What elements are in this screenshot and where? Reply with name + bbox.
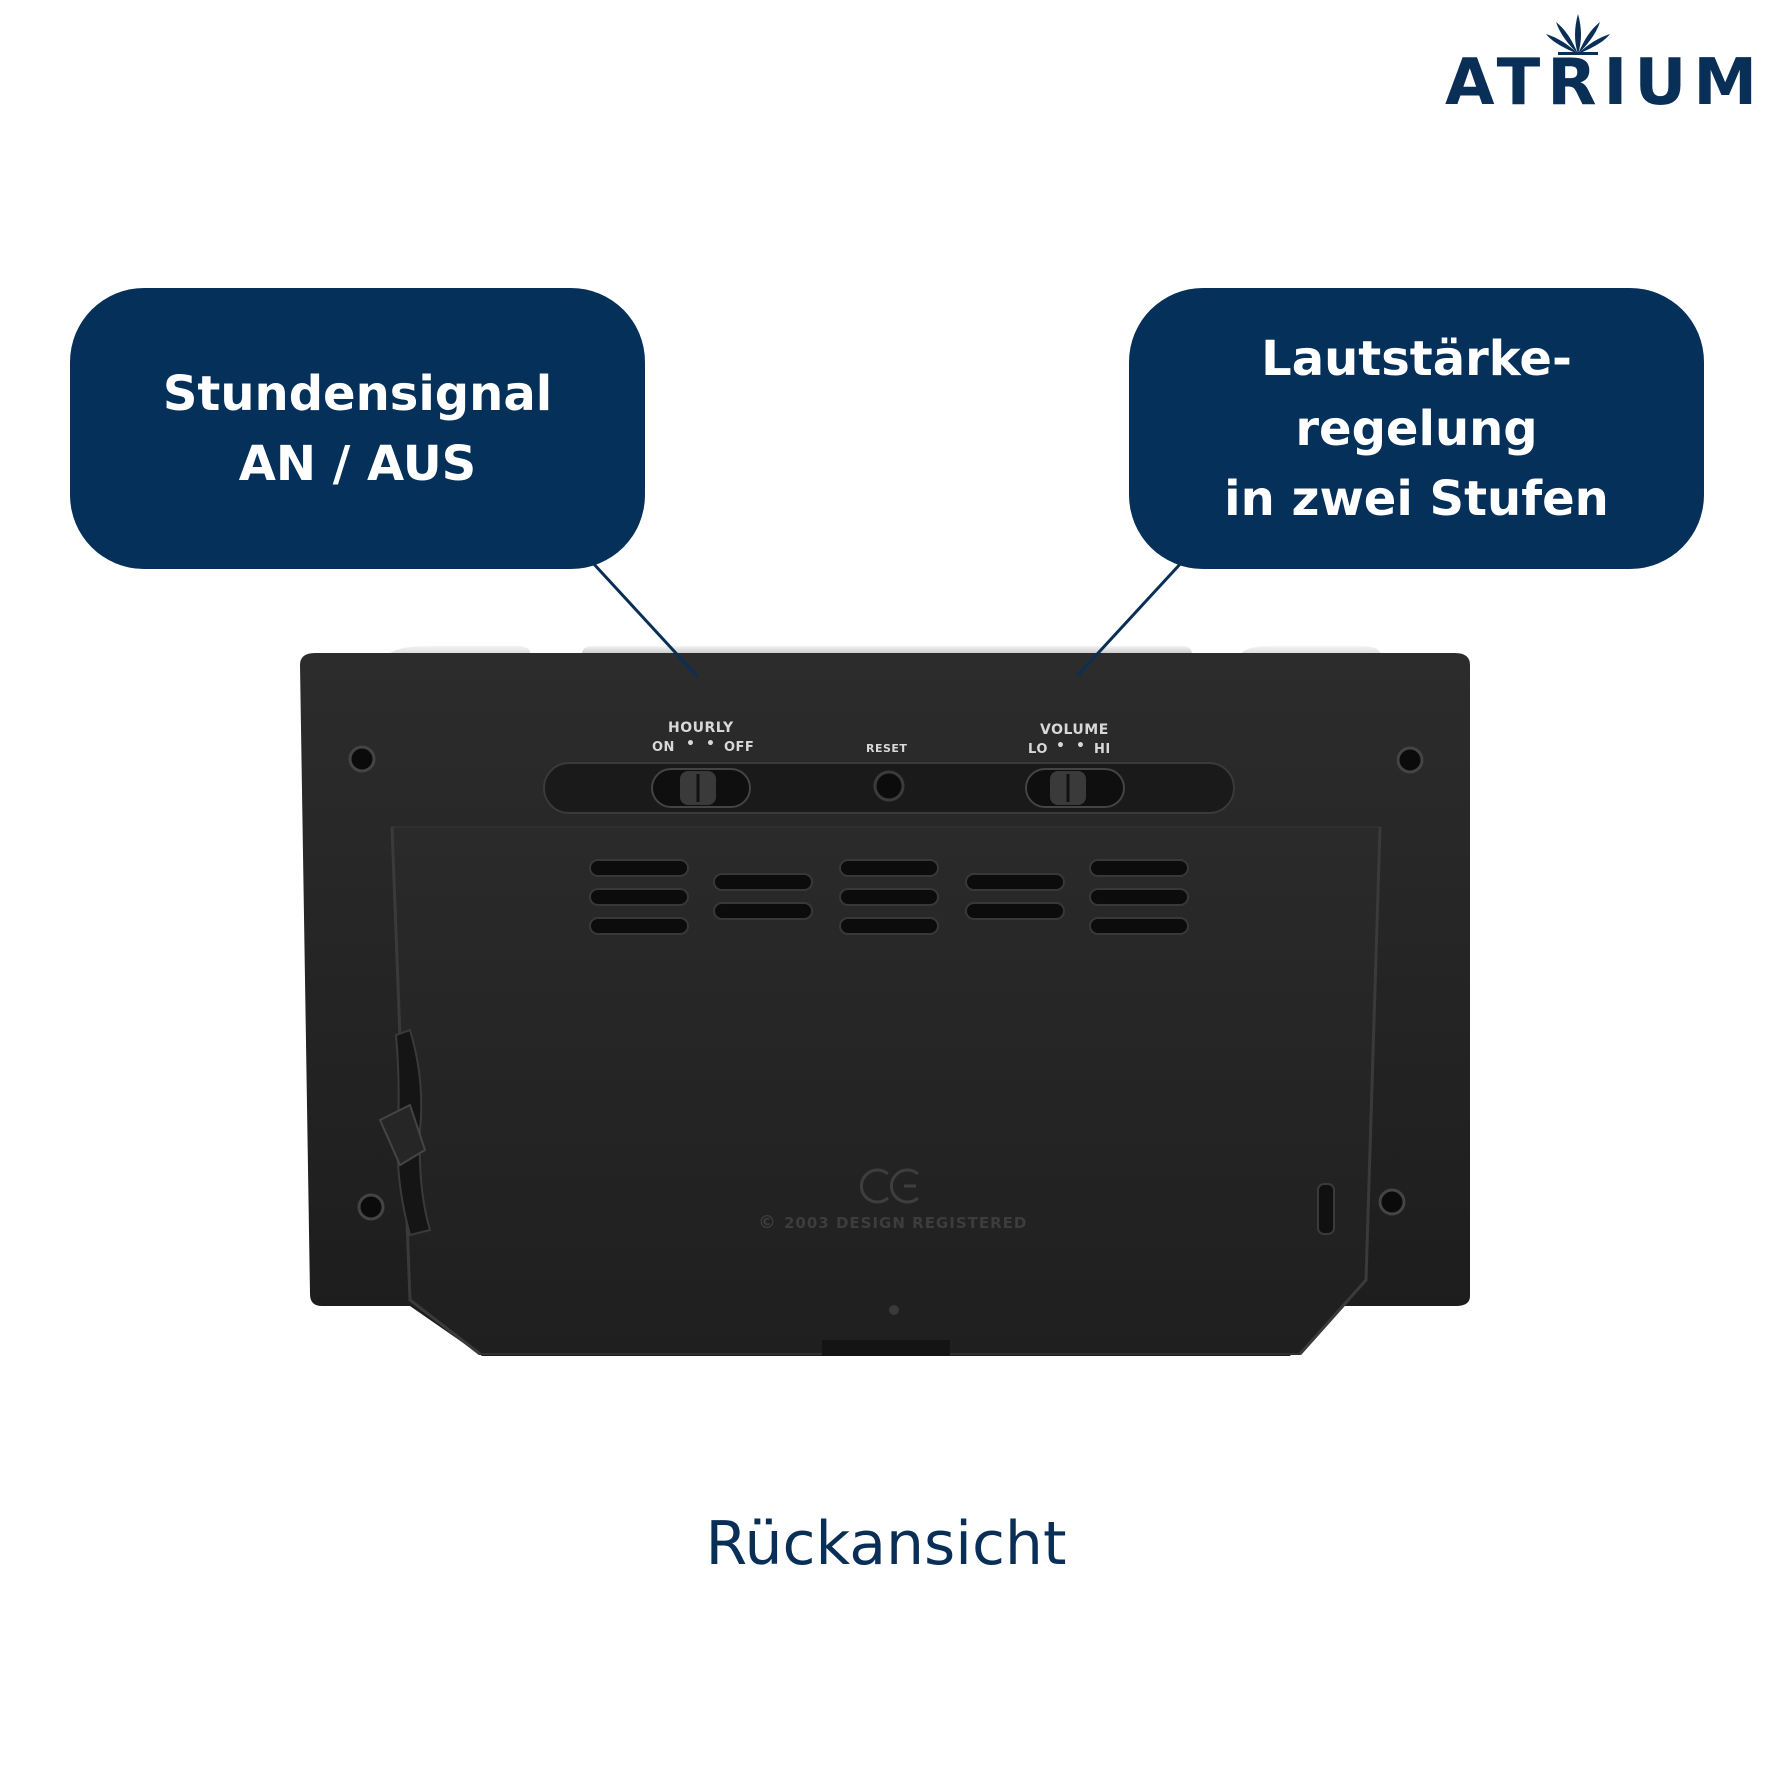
callout-left-pointer [590, 560, 699, 678]
brand-name: ATRIUM [1445, 46, 1764, 120]
callout-hourly-line-2: AN / AUS [238, 435, 477, 492]
hourly-dot-2: • [706, 736, 716, 752]
hourly-on-label: ON [652, 740, 675, 755]
hourly-title: HOURLY [668, 720, 734, 736]
reset-hole [873, 770, 905, 802]
hourly-off-label: OFF [724, 740, 755, 755]
screw-bottom-right [1378, 1188, 1406, 1216]
reset-label: RESET [866, 742, 908, 755]
bottom-pin [889, 1305, 899, 1315]
ce-mark [859, 1168, 919, 1204]
screw-top-left [348, 745, 376, 773]
screw-bottom-left [357, 1193, 385, 1221]
callout-volume-control: Lautstärke- regelung in zwei Stufen [1129, 288, 1704, 569]
screw-top-right [1396, 746, 1424, 774]
callout-hourly-line-1: Stundensignal [162, 365, 553, 422]
hourly-dot-1: • [686, 736, 696, 752]
callout-hourly-signal: Stundensignal AN / AUS [70, 288, 645, 569]
volume-hi-label: HI [1094, 742, 1111, 757]
fan-crown-icon [1546, 14, 1610, 55]
copyright-symbol: © [758, 1212, 777, 1233]
speaker-vents [589, 859, 1189, 935]
callout-volume-line-2: regelung [1295, 400, 1538, 457]
stand-panel [390, 826, 1382, 1355]
dc-jack [1317, 1183, 1335, 1235]
callout-volume-line-3: in zwei Stufen [1224, 470, 1609, 527]
volume-lo-label: LO [1028, 742, 1048, 757]
volume-dot-2: • [1076, 738, 1086, 754]
brand-logo [1384, 8, 1764, 118]
callout-volume-line-1: Lautstärke- [1261, 330, 1572, 387]
volume-title: VOLUME [1040, 722, 1109, 738]
callout-right-pointer [1075, 560, 1184, 678]
bottom-notch [822, 1340, 950, 1356]
design-notice: 2003 DESIGN REGISTERED [784, 1214, 1028, 1232]
volume-dot-1: • [1056, 738, 1066, 754]
view-caption: Rückansicht [705, 1509, 1067, 1579]
